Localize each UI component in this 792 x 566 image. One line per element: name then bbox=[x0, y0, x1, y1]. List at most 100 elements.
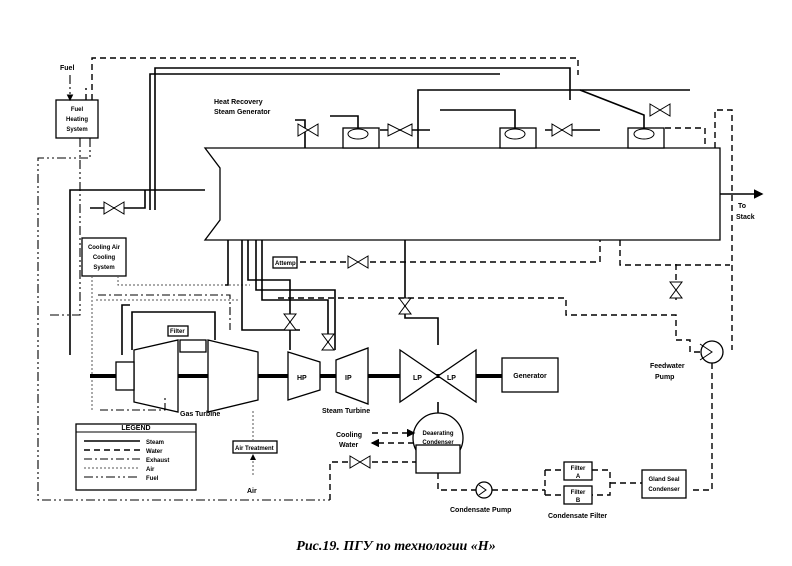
gt-steam-2 bbox=[131, 311, 216, 350]
lp-label-1: LP bbox=[413, 375, 422, 382]
attemp-water bbox=[300, 240, 601, 263]
to-stack-label-1: To bbox=[738, 203, 746, 210]
valve-top-2 bbox=[551, 123, 573, 137]
gt-steam-1 bbox=[121, 304, 130, 355]
legend: LEGEND Steam Water Exhaust Air Fuel bbox=[75, 423, 197, 491]
figure-caption: Рис.19. ПГУ по технологии «Н» bbox=[296, 539, 495, 554]
gt-filter bbox=[167, 325, 189, 337]
deaerating-label-2: Condenser bbox=[422, 440, 454, 446]
hp-drum-riser bbox=[330, 115, 359, 128]
steam-top-line-1 bbox=[154, 67, 571, 210]
cooling-air-system: Cooling Air Cooling System bbox=[81, 237, 127, 277]
legend-label: Air bbox=[146, 467, 155, 473]
legend-label: Water bbox=[146, 449, 163, 455]
feedwater-return bbox=[276, 297, 700, 353]
cooling-air-label-3: System bbox=[93, 265, 114, 271]
hp-label: HP bbox=[297, 375, 307, 382]
generator: Generator bbox=[501, 357, 559, 393]
legend-label: Steam bbox=[146, 440, 164, 446]
lp-turbine: LP LP bbox=[399, 348, 477, 404]
filter-a-label-1: Filter bbox=[571, 466, 586, 472]
gas-turbine-turbine bbox=[207, 339, 259, 413]
condensate-pump-label: Condensate Pump bbox=[450, 507, 511, 514]
to-stack-label-2: Stack bbox=[736, 214, 755, 221]
lp-drum-riser bbox=[579, 89, 645, 128]
steam-turbine-label: Steam Turbine bbox=[322, 408, 370, 415]
valve-st-3 bbox=[398, 297, 412, 315]
filter-a: Filter A bbox=[563, 461, 593, 481]
valve-top-4 bbox=[297, 123, 319, 137]
valve-st-1 bbox=[283, 313, 297, 331]
deaerating-label-1: Deaerating bbox=[422, 431, 453, 437]
lp-drum-water bbox=[665, 127, 706, 148]
condensate-pump bbox=[475, 481, 493, 499]
gt-combustor bbox=[179, 339, 207, 353]
air-label: Air bbox=[247, 488, 257, 495]
feedwater-pump bbox=[699, 340, 724, 364]
feedwater-riser bbox=[714, 109, 733, 350]
hrsg-down-3 bbox=[261, 240, 329, 350]
valve-top-3 bbox=[649, 103, 671, 117]
hrsg-water-lower bbox=[619, 240, 730, 266]
legend-item-water: Water bbox=[84, 449, 163, 455]
makeup-water bbox=[329, 461, 416, 500]
ip-drum bbox=[499, 127, 537, 149]
ip-turbine: IP bbox=[335, 347, 369, 405]
hrsg-to-lp bbox=[404, 240, 439, 345]
hrsg-down-2 bbox=[241, 240, 300, 331]
gland-seal-label-1: Gland Seal bbox=[648, 477, 679, 483]
hrsg-down-1 bbox=[225, 240, 229, 286]
valve-cooling bbox=[103, 201, 125, 215]
hrsg-label-2: Steam Generator bbox=[214, 109, 271, 116]
legend-item-exhaust: Exhaust bbox=[84, 458, 169, 464]
gas-turbine-label: Gas Turbine bbox=[180, 411, 220, 418]
lp-drum bbox=[627, 127, 665, 149]
gt-exhaust-bottom bbox=[100, 395, 166, 411]
water-top-loop bbox=[91, 57, 579, 100]
legend-label: Exhaust bbox=[146, 458, 169, 464]
gland-seal-condenser: Gland Seal Condenser bbox=[641, 469, 687, 499]
lp-label-2: LP bbox=[447, 375, 456, 382]
cooling-water-label-1: Cooling bbox=[336, 432, 362, 439]
cooling-steam-line bbox=[90, 190, 146, 209]
fuel-supply-line bbox=[48, 138, 81, 316]
condensate-line-1 bbox=[437, 473, 476, 491]
valve-top-1 bbox=[387, 123, 413, 137]
feedwater-suction bbox=[690, 363, 713, 491]
air-treatment-label: Air Treatment bbox=[235, 446, 274, 452]
cooling-air-label-1: Cooling Air bbox=[88, 245, 121, 251]
cooling-water-label-2: Water bbox=[339, 442, 358, 449]
hrsg-outlet-stub bbox=[295, 119, 306, 148]
legend-title: LEGEND bbox=[121, 425, 150, 432]
attemperator: Attemp bbox=[272, 256, 298, 269]
filter-b-label-1: Filter bbox=[571, 490, 586, 496]
hrsg-down-4 bbox=[255, 240, 336, 350]
steam-top-line-3 bbox=[417, 89, 690, 148]
gt-starter bbox=[115, 361, 135, 391]
ip-label: IP bbox=[345, 375, 352, 382]
filter-gt-label: Filter bbox=[170, 329, 185, 335]
hrsg: Heat Recovery Steam Generator bbox=[203, 99, 721, 241]
fuel-heating-label-3: System bbox=[66, 127, 87, 133]
valve-attemp bbox=[347, 255, 369, 269]
hrsg-label-1: Heat Recovery bbox=[214, 99, 263, 106]
air-treatment: Air Treatment bbox=[232, 440, 278, 454]
fuel-label: Fuel bbox=[60, 65, 74, 72]
deaerating-condenser: Deaerating Condenser bbox=[412, 412, 464, 474]
air-line-2 bbox=[117, 276, 250, 286]
fuel-heating-label-2: Heating bbox=[66, 117, 88, 123]
steam-top-line-2 bbox=[149, 73, 500, 210]
cooling-air-label-2: Cooling bbox=[93, 255, 116, 261]
legend-item-fuel: Fuel bbox=[84, 476, 159, 482]
filter-b-label-2: B bbox=[576, 498, 581, 504]
hp-turbine: HP bbox=[287, 351, 321, 401]
fuel-return-line bbox=[37, 138, 330, 501]
hp-drum bbox=[342, 127, 380, 149]
filter-header-out bbox=[592, 469, 611, 496]
filter-b: Filter B bbox=[563, 485, 593, 505]
feedwater-pump-label-2: Pump bbox=[655, 374, 674, 381]
fuel-heating-label-1: Fuel bbox=[71, 107, 84, 113]
ip-drum-riser bbox=[440, 109, 516, 128]
legend-item-air: Air bbox=[84, 467, 155, 473]
